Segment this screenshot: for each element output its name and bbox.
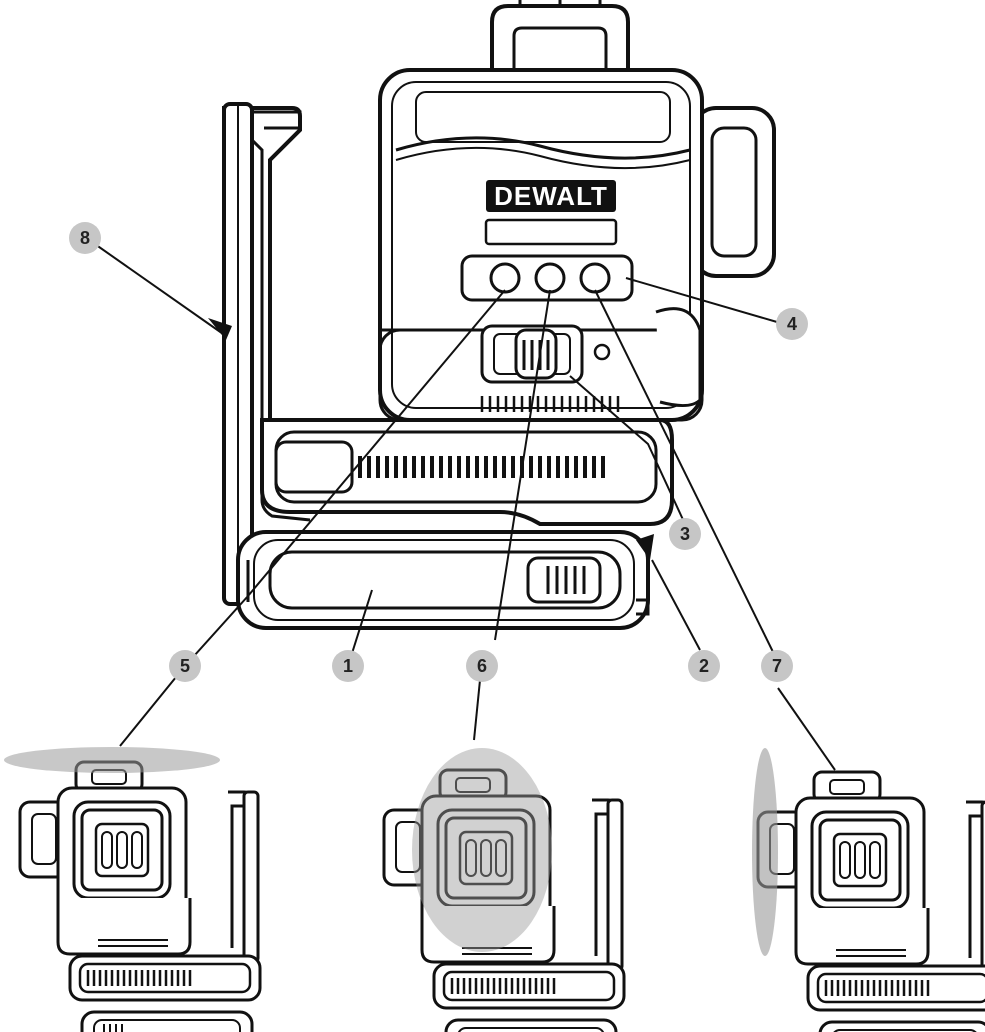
leader-lines xyxy=(91,241,836,771)
base-mount xyxy=(260,418,674,526)
lock-switch xyxy=(514,328,558,380)
housing: DEWALT xyxy=(378,68,704,422)
brand-plate xyxy=(486,180,616,212)
horizontal-beam xyxy=(4,747,220,773)
callout-5: 5 xyxy=(169,650,201,682)
svg-text:2: 2 xyxy=(699,656,709,676)
callout-4: 4 xyxy=(776,308,808,340)
callout-3: 3 xyxy=(669,518,701,550)
wall-bracket xyxy=(222,102,360,606)
svg-text:3: 3 xyxy=(680,524,690,544)
callout-6: 6 xyxy=(466,650,498,682)
battery-release-button xyxy=(526,556,602,604)
vertical-laser-side-button xyxy=(579,262,611,294)
svg-text:7: 7 xyxy=(772,656,782,676)
vertical-laser-front-button xyxy=(534,262,566,294)
vertical-beam-side xyxy=(752,748,778,956)
mini-device-horizontal xyxy=(18,760,262,1032)
callout-7: 7 xyxy=(761,650,793,682)
svg-text:4: 4 xyxy=(787,314,797,334)
svg-text:5: 5 xyxy=(180,656,190,676)
horizontal-laser-button xyxy=(489,262,521,294)
arrow-2 xyxy=(636,534,654,560)
side-handle xyxy=(692,106,776,278)
vertical-beam-front xyxy=(412,748,552,952)
main-device: DEWALT xyxy=(222,0,776,630)
arrow-8 xyxy=(208,318,232,340)
callout-2: 2 xyxy=(688,650,720,682)
svg-text:8: 8 xyxy=(80,228,90,248)
brand-logo: DEWALT xyxy=(494,181,608,211)
svg-text:6: 6 xyxy=(477,656,487,676)
callout-1: 1 xyxy=(332,650,364,682)
battery-pack xyxy=(236,530,650,630)
svg-text:1: 1 xyxy=(343,656,353,676)
mini-device-vertical-side xyxy=(756,770,985,1032)
callout-8: 8 xyxy=(69,222,101,254)
